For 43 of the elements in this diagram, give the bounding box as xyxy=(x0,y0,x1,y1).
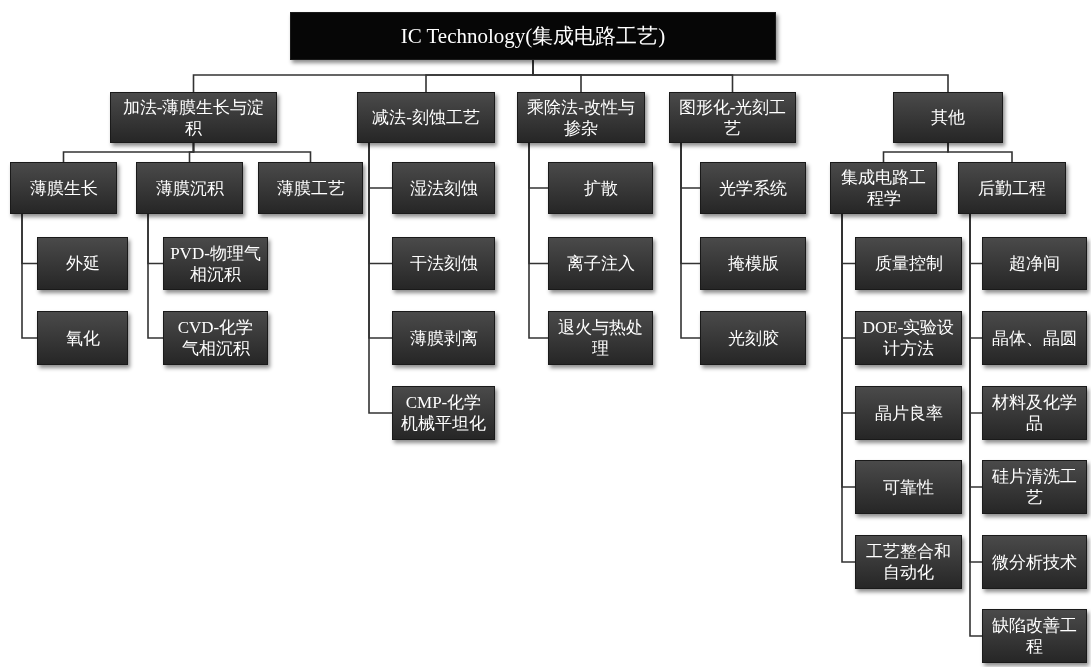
topic-box: 薄膜沉积 xyxy=(136,162,243,214)
connector-line xyxy=(947,142,1013,163)
topic-box: 缺陷改善工程 xyxy=(982,609,1087,663)
topic-box: 光学系统 xyxy=(700,162,806,214)
topic-box: 薄膜剥离 xyxy=(392,311,495,365)
topic-box: 硅片清洗工艺 xyxy=(982,460,1087,514)
topic-box: 后勤工程 xyxy=(958,162,1066,214)
topic-box: 薄膜工艺 xyxy=(258,162,363,214)
connector-line xyxy=(147,213,164,339)
connector-line xyxy=(368,142,393,414)
topic-box: 材料及化学品 xyxy=(982,386,1087,440)
topic-box: 其他 xyxy=(893,92,1003,143)
topic-box: 退火与热处理 xyxy=(548,311,653,365)
topic-box: 减法-刻蚀工艺 xyxy=(357,92,495,143)
topic-box: 集成电路工程学 xyxy=(830,162,937,214)
topic-box: 离子注入 xyxy=(548,237,653,290)
topic-box: DOE-实验设计方法 xyxy=(855,311,962,365)
topic-box: 工艺整合和自动化 xyxy=(855,535,962,589)
topic-box: 微分析技术 xyxy=(982,535,1087,589)
topic-box: 扩散 xyxy=(548,162,653,214)
topic-box: 光刻胶 xyxy=(700,311,806,365)
topic-box: 乘除法-改性与掺杂 xyxy=(517,92,645,143)
connector-line xyxy=(528,142,549,339)
topic-box: 外延 xyxy=(37,237,128,290)
topic-box: 氧化 xyxy=(37,311,128,365)
topic-box: 干法刻蚀 xyxy=(392,237,495,290)
topic-box: 超净间 xyxy=(982,237,1087,290)
topic-box: 图形化-光刻工艺 xyxy=(669,92,796,143)
topic-box: 可靠性 xyxy=(855,460,962,514)
title-box: IC Technology(集成电路工艺) xyxy=(290,12,776,60)
topic-box: 薄膜生长 xyxy=(10,162,117,214)
topic-box: 晶体、晶圆 xyxy=(982,311,1087,365)
topic-box: 加法-薄膜生长与淀积 xyxy=(110,92,277,143)
topic-box: CVD-化学气相沉积 xyxy=(163,311,268,365)
topic-box: PVD-物理气相沉积 xyxy=(163,237,268,290)
topic-box: 质量控制 xyxy=(855,237,962,290)
topic-box: 湿法刻蚀 xyxy=(392,162,495,214)
topic-box: CMP-化学机械平坦化 xyxy=(392,386,495,440)
connector-line xyxy=(21,213,38,339)
connector-line xyxy=(680,142,701,339)
topic-box: 晶片良率 xyxy=(855,386,962,440)
connector-line xyxy=(192,142,312,163)
topic-box: 掩模版 xyxy=(700,237,806,290)
